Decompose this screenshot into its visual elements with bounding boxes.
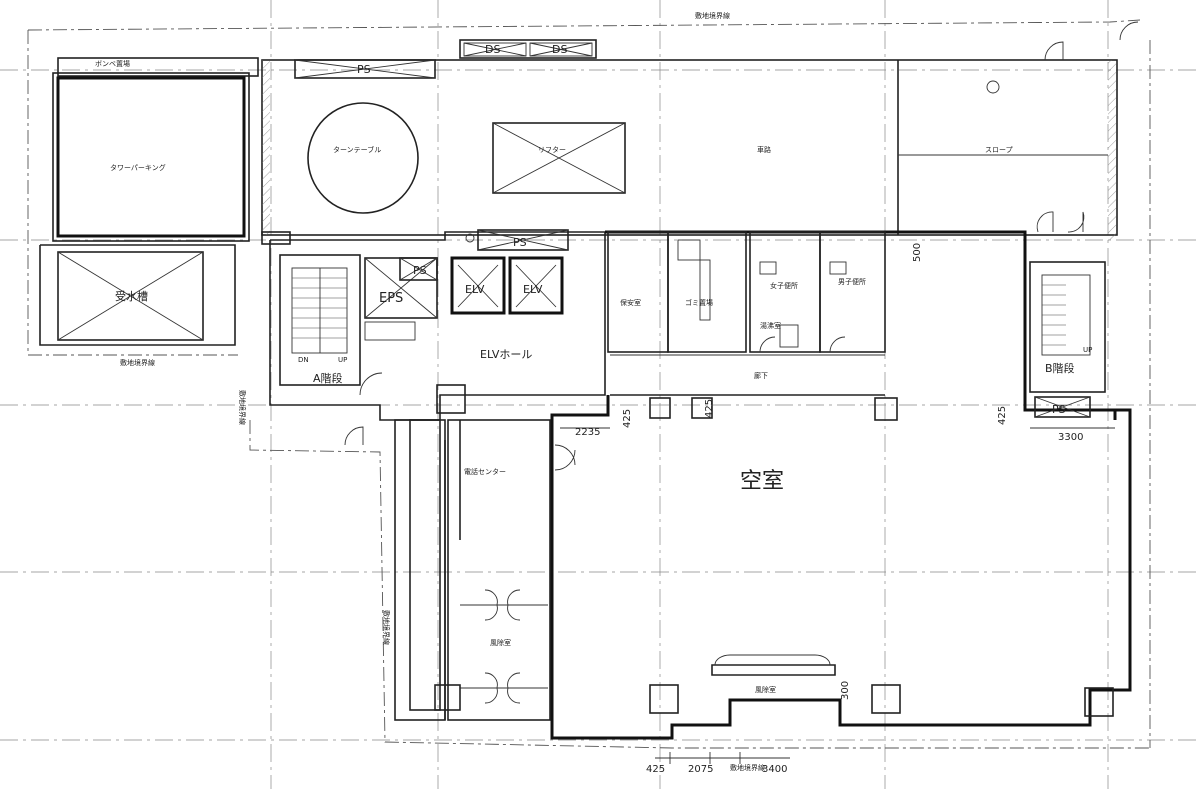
label-stair-b-up: UP bbox=[1083, 346, 1092, 354]
label-urinal-2: 男子便所 bbox=[838, 277, 866, 286]
label-elv-2: ELV bbox=[523, 283, 543, 296]
dim-2235: 2235 bbox=[575, 427, 600, 438]
label-ds-1: DS bbox=[485, 43, 500, 56]
label-corridor: 廊下 bbox=[754, 371, 768, 380]
label-garbage: ゴミ置場 bbox=[685, 298, 713, 307]
label-ps-small: PS bbox=[413, 264, 427, 277]
label-stair-a-up: UP bbox=[338, 356, 347, 364]
dim-425-bottom: 425 bbox=[646, 764, 665, 775]
label-wind-room-2: 風除室 bbox=[755, 685, 776, 694]
label-parking: 車路 bbox=[757, 145, 771, 154]
label-ps-b: PS bbox=[1052, 403, 1066, 416]
dim-425-b: 425 bbox=[704, 399, 715, 418]
label-ps-top: PS bbox=[357, 63, 371, 76]
label-stair-a: A階段 bbox=[313, 371, 343, 385]
room-labels: ボンベ置場 タワーパーキング 受水槽 ターンテーブル リフター 車路 スロープ … bbox=[95, 11, 1092, 772]
label-turntable: ターンテーブル bbox=[333, 145, 381, 154]
dim-300: 300 bbox=[840, 681, 851, 700]
dimension-labels: 2235 425 425 425 500 3300 300 425 2075 3… bbox=[575, 243, 1083, 775]
dim-500: 500 bbox=[912, 243, 923, 262]
label-wind-room-1: 風除室 bbox=[490, 638, 511, 647]
label-elv-1: ELV bbox=[465, 283, 485, 296]
dim-3400: 3400 bbox=[762, 764, 787, 775]
label-telecom-center: 電話センター bbox=[464, 467, 506, 476]
label-lifter: リフター bbox=[538, 145, 566, 154]
label-stair-a-dn: DN bbox=[298, 356, 309, 364]
left-building-zone bbox=[39, 57, 259, 346]
label-urinal-1: 女子便所 bbox=[770, 281, 798, 290]
label-eps: EPS bbox=[379, 291, 403, 306]
label-cylinder-storage: ボンベ置場 bbox=[95, 59, 130, 68]
left-corridor bbox=[344, 419, 551, 721]
dim-425-a: 425 bbox=[622, 409, 633, 428]
label-ps-mid: PS bbox=[513, 236, 527, 249]
label-slope: スロープ bbox=[985, 146, 1013, 154]
label-site-boundary-left: 敷地境界線 bbox=[120, 358, 155, 367]
core-area bbox=[261, 229, 606, 421]
label-tower-parking: タワーパーキング bbox=[110, 163, 166, 172]
dimension-lines bbox=[560, 427, 1115, 764]
site-boundary bbox=[27, 19, 1151, 749]
label-vacant: 空室 bbox=[740, 469, 784, 494]
label-site-boundary-lower-left: 敷地境界線 bbox=[238, 390, 247, 425]
label-water-tank: 受水槽 bbox=[115, 290, 148, 303]
label-stair-b: B階段 bbox=[1045, 361, 1075, 375]
parking-area bbox=[261, 21, 1139, 240]
label-guard-room: 保安室 bbox=[620, 298, 641, 307]
vacant-office bbox=[550, 395, 1132, 740]
label-site-boundary-bottom: 敷地境界線 bbox=[730, 763, 765, 772]
label-cleaning: 湯沸室 bbox=[760, 321, 781, 330]
label-site-boundary-top: 敷地境界線 bbox=[695, 11, 730, 20]
dim-3300: 3300 bbox=[1058, 432, 1083, 443]
label-site-boundary-left2: 敷地境界線 bbox=[382, 610, 391, 645]
dim-2075: 2075 bbox=[688, 764, 713, 775]
dim-425-c: 425 bbox=[997, 406, 1008, 425]
label-elv-hall: ELVホール bbox=[480, 348, 532, 361]
service-area bbox=[605, 230, 1117, 421]
label-ds-2: DS bbox=[552, 43, 567, 56]
